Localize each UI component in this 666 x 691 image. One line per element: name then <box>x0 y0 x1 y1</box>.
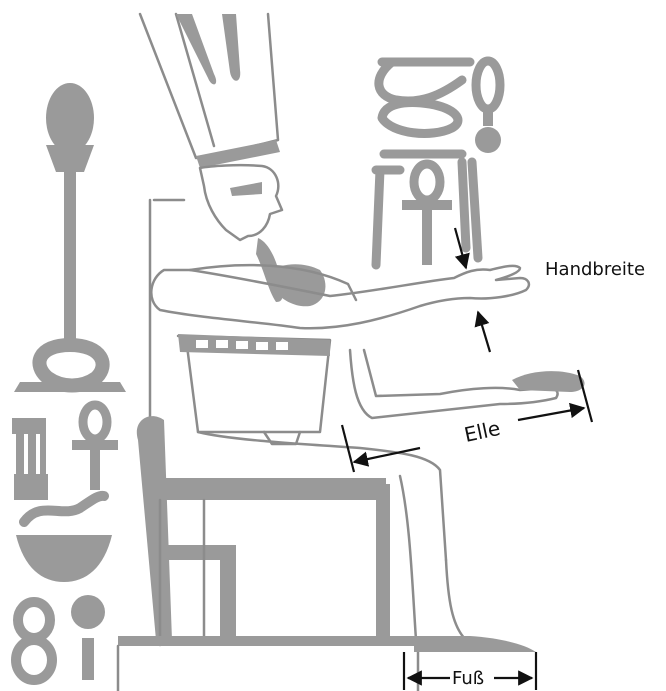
seated-pharaoh-figure <box>118 14 585 691</box>
lotus-staff-glyph <box>14 83 126 392</box>
ankh-right-glyph <box>376 162 478 265</box>
plumed-crown <box>140 14 280 168</box>
bowl-glyph <box>16 496 112 582</box>
reed-and-loop-glyphs <box>379 61 501 154</box>
fuss-label: Fuß <box>452 668 484 689</box>
foot <box>414 636 536 652</box>
raised-arm <box>151 266 529 328</box>
shin <box>400 476 466 640</box>
ankh-left-glyph <box>72 405 118 490</box>
feather-basket-glyph <box>12 418 48 500</box>
lower-hand-palm <box>512 371 585 392</box>
loop-and-dot-glyph <box>16 595 105 680</box>
handbreite-label: Handbreite <box>545 259 645 280</box>
torso <box>178 334 330 444</box>
elle-label: Elle <box>462 416 502 447</box>
head <box>200 165 283 302</box>
handbreite-measure <box>455 228 490 352</box>
